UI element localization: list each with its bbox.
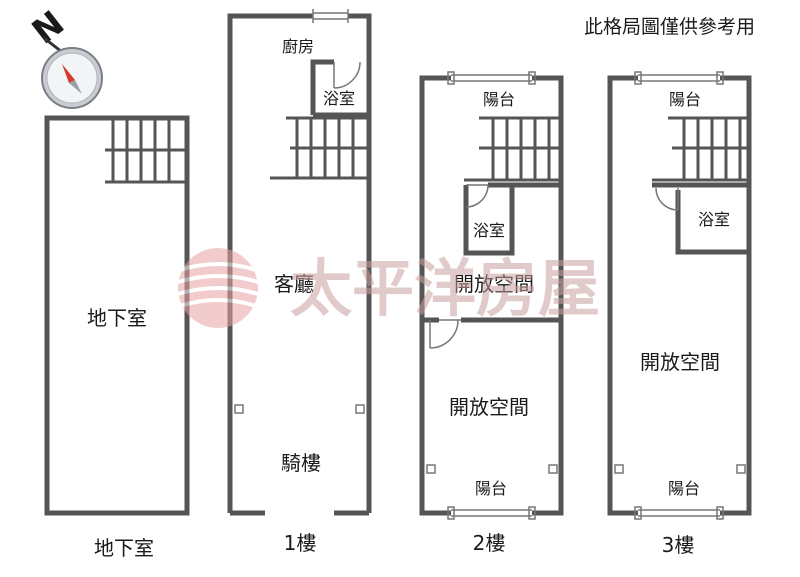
floor2-walls	[419, 75, 564, 516]
floor1-arcade-label: 騎樓	[281, 451, 321, 475]
floor2-open-space-lower-label: 開放空間	[449, 395, 529, 419]
floor2-open-space-upper-label: 開放空間	[454, 272, 534, 296]
basement-room-label: 地下室	[87, 306, 147, 330]
compass-needle-gray	[69, 80, 82, 94]
floor1-column-left	[234, 404, 244, 414]
compass: N	[25, 3, 103, 109]
floor3-caption: 3樓	[662, 533, 695, 557]
basement-plan: 地下室 地下室	[44, 115, 190, 560]
watermark-logo	[177, 248, 259, 328]
floor2-balcony-bottom-label: 陽台	[475, 479, 507, 498]
floor3-column-left	[614, 464, 624, 474]
floor3-walls	[607, 75, 752, 516]
floor2-balcony-top-label: 陽台	[483, 90, 515, 109]
floor3-balcony-bottom-label: 陽台	[668, 479, 700, 498]
floor3-column-right	[736, 464, 746, 474]
basement-caption: 地下室	[94, 536, 154, 560]
floor3-bathroom-door	[655, 187, 679, 211]
basement-stairs	[105, 120, 186, 184]
basement-wall	[44, 115, 190, 516]
floor1-stairs	[270, 116, 367, 180]
watermark: 太平洋房屋	[177, 248, 600, 328]
floor1-caption: 1樓	[284, 531, 317, 555]
floor2-windows	[447, 71, 536, 520]
floor2-column-left	[426, 464, 436, 474]
watermark-text: 太平洋房屋	[290, 252, 600, 325]
floor1-walls	[227, 13, 372, 516]
floor1-plan: 廚房 浴室 客廳 騎樓 1樓	[227, 9, 372, 555]
floor1-kitchen-label: 廚房	[282, 37, 314, 56]
floor1-window-top	[312, 9, 349, 23]
floor3-plan: 陽台 浴室 開放空間 陽台 3樓	[607, 71, 752, 557]
floor2-column-right	[548, 464, 558, 474]
floor3-bathroom-label: 浴室	[698, 210, 730, 229]
floor1-bathroom-label: 浴室	[323, 89, 355, 108]
floor3-stairs	[652, 116, 747, 182]
floor3-open-space-label: 開放空間	[640, 350, 720, 374]
floor2-plan: 陽台 浴室 開放空間 開放空間 陽台 2樓	[419, 71, 564, 555]
disclaimer-text: 此格局圖僅供參考用	[584, 16, 755, 38]
compass-needle-red	[62, 64, 75, 83]
floor1-bathroom-door	[333, 61, 361, 89]
floor2-bathroom-label: 浴室	[473, 221, 505, 240]
floor1-column-right	[355, 404, 365, 414]
floor1-living-label: 客廳	[274, 272, 314, 296]
floor2-caption: 2樓	[473, 531, 506, 555]
compass-pointer-line	[43, 36, 63, 54]
floor2-doors	[429, 184, 489, 349]
floor3-balcony-top-label: 陽台	[669, 90, 701, 109]
floor2-stairs	[464, 116, 559, 182]
floor3-windows	[634, 71, 724, 520]
compass-north-label: N	[25, 3, 72, 52]
